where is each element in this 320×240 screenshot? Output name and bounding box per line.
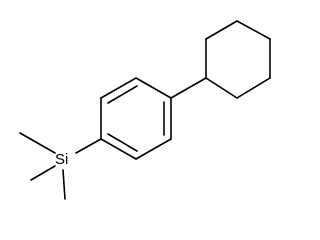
bond — [236, 20, 271, 40]
aromatic-inner-bond — [107, 85, 138, 104]
bond — [205, 77, 238, 99]
bond — [205, 20, 238, 40]
silicon-atom-label: Si — [55, 151, 68, 168]
aromatic-inner-bond — [107, 133, 138, 152]
chemical-structure: Si — [19, 20, 271, 200]
methyl-bond — [19, 132, 56, 154]
bond — [135, 77, 172, 99]
bond — [100, 138, 137, 160]
methyl-bond — [30, 165, 56, 181]
cyclohexyl-ring — [205, 20, 271, 99]
benzene-ring — [100, 77, 172, 160]
ring-linking-bond — [170, 77, 207, 99]
bond — [236, 77, 271, 99]
methyl-groups — [19, 132, 66, 200]
bond — [100, 77, 137, 99]
aryl-silicon-bond — [75, 138, 102, 154]
methyl-bond — [62, 169, 66, 200]
bond — [135, 138, 172, 160]
